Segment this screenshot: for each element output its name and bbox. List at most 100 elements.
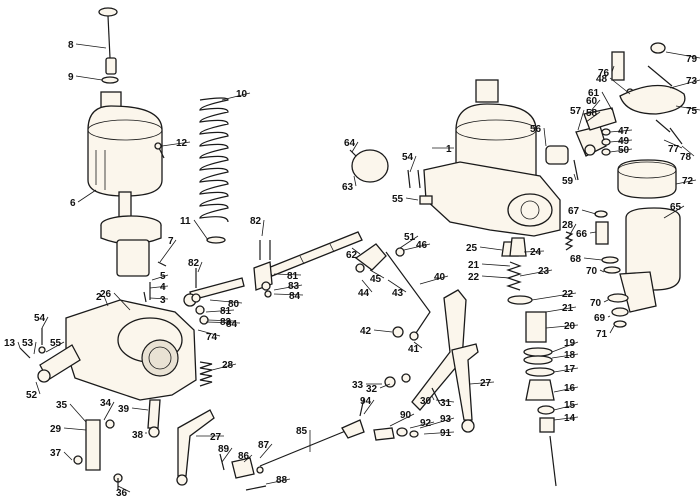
label-leader-line <box>265 478 291 485</box>
part-number-label: 33 <box>352 380 364 391</box>
label-leader-line <box>675 105 700 111</box>
label-leader-line <box>197 329 221 337</box>
part-number-label: 82 <box>188 258 200 269</box>
part-number-label: 75 <box>686 106 698 117</box>
label-leader-line <box>261 219 265 237</box>
part-number-label: 20 <box>564 321 576 332</box>
label-leader-line <box>663 139 683 149</box>
label-leader-line <box>379 383 391 389</box>
lever-group-part <box>191 268 209 325</box>
part-number-label: 9 <box>68 72 74 83</box>
label-leader-line <box>131 407 149 411</box>
part-number-label: 25 <box>466 243 478 254</box>
label-leader-line <box>413 341 423 349</box>
needle-valve-part <box>594 210 609 245</box>
part-number-label: 29 <box>50 424 62 435</box>
bellcrank-part <box>411 289 479 433</box>
label-leader-line <box>353 175 357 187</box>
damper-rod-part <box>98 7 118 75</box>
part-number-label: 40 <box>434 272 446 283</box>
part-number-label: 78 <box>680 152 692 163</box>
label-leader-line <box>161 141 191 147</box>
label-leader-line <box>103 401 115 421</box>
part-number-label: 43 <box>392 288 404 299</box>
part-number-label: 11 <box>180 216 191 227</box>
label-leader-line <box>45 341 65 353</box>
clevis-part <box>231 457 255 479</box>
label-leader-line <box>669 79 700 89</box>
jet-adjuster-part <box>143 282 151 303</box>
label-leader-line <box>545 324 579 329</box>
label-leader-line <box>221 447 233 463</box>
label-leader-line <box>601 91 613 111</box>
label-leader-line <box>103 295 109 307</box>
part-number-label: 46 <box>416 240 428 251</box>
float-chamber-lid-part <box>611 42 686 145</box>
label-leader-line <box>589 231 597 234</box>
label-leader-line <box>75 43 107 49</box>
part-number-label: 92 <box>420 418 432 429</box>
part-number-label: 38 <box>132 430 144 441</box>
part-number-label: 26 <box>100 289 112 300</box>
ring-part <box>206 236 226 244</box>
label-leader-line <box>577 109 585 131</box>
part-number-label: 15 <box>564 400 576 411</box>
piston-part <box>100 191 162 277</box>
part-number-label: 32 <box>366 384 378 395</box>
part-number-label: 36 <box>116 488 128 499</box>
label-leader-line <box>479 246 503 251</box>
fastener-part <box>384 373 441 405</box>
screw-part <box>154 142 165 159</box>
float-chamber-part <box>619 207 681 313</box>
label-leader-line <box>159 239 177 263</box>
part-number-label: 6 <box>70 198 76 209</box>
label-leader-line <box>69 403 87 423</box>
part-number-label: 5 <box>160 271 166 282</box>
part-number-label: 87 <box>258 440 270 451</box>
part-number-label: 55 <box>392 194 404 205</box>
label-leader-line <box>151 274 169 281</box>
label-leader-line <box>481 275 511 279</box>
label-leader-line <box>553 403 579 411</box>
label-leader-line <box>75 75 103 81</box>
linkage-lever-part <box>147 399 215 486</box>
part-number-label: 23 <box>538 266 550 277</box>
label-leader-line <box>273 284 303 291</box>
label-leader-line <box>675 179 697 185</box>
part-number-label: 45 <box>370 274 382 285</box>
part-number-label: 53 <box>22 338 34 349</box>
label-leader-line <box>113 292 131 311</box>
part-number-label: 28 <box>222 360 234 371</box>
part-number-label: 21 <box>468 260 480 271</box>
label-leader-line <box>609 325 615 334</box>
label-leader-line <box>603 299 609 303</box>
part-number-label: 73 <box>686 76 698 87</box>
part-number-label: 56 <box>530 124 542 135</box>
label-leader-line <box>551 341 579 353</box>
label-leader-line <box>77 189 97 203</box>
part-number-label: 82 <box>250 216 262 227</box>
part-number-label: 8 <box>68 40 74 51</box>
small-fitting-part <box>407 169 433 205</box>
part-number-label: 12 <box>176 138 188 149</box>
label-leader-line <box>403 243 431 251</box>
part-number-label: 86 <box>238 451 250 462</box>
float-part <box>617 159 677 199</box>
part-number-label: 35 <box>56 400 68 411</box>
part-number-label: 55 <box>50 338 62 349</box>
part-number-label: 84 <box>289 291 301 302</box>
part-number-label: 16 <box>564 383 576 394</box>
part-number-label: 85 <box>296 426 308 437</box>
part-number-label: 69 <box>594 313 606 324</box>
label-leader-line <box>585 111 601 123</box>
label-leader-line <box>35 381 41 395</box>
part-number-label: 14 <box>564 413 576 424</box>
part-number-label: 54 <box>402 152 414 163</box>
label-leader-line <box>363 399 375 415</box>
jet-assembly-part <box>501 241 557 487</box>
label-leader-line <box>573 173 577 181</box>
part-number-label: 7 <box>168 236 174 247</box>
label-leader-line <box>609 139 633 143</box>
